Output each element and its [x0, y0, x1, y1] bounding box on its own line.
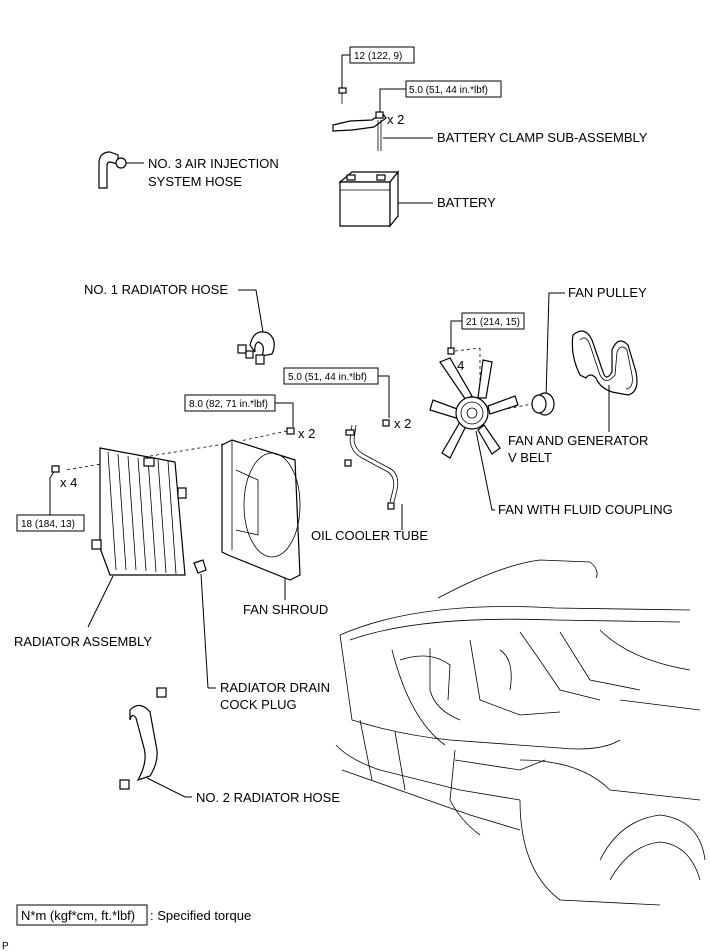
fan-pulley-label: FAN PULLEY [568, 285, 647, 300]
radiator-hose-2-icon [119, 687, 167, 790]
legend-box-text: N*m (kgf*cm, ft.*lbf) [21, 908, 135, 923]
battery-top-torque: 12 (122, 9) [349, 46, 415, 64]
battery-label: BATTERY [437, 195, 496, 210]
torque-legend: N*m (kgf*cm, ft.*lbf) : Specified torque [16, 904, 251, 926]
svg-text:x 2: x 2 [394, 416, 411, 431]
air-injection-hose-icon [98, 151, 127, 189]
drain-cock-label-2: COCK PLUG [220, 697, 297, 712]
oil-cooler-torque: 5.0 (51, 44 in.*lbf) [283, 367, 379, 385]
shroud-torque: 8.0 (82, 71 in.*lbf) [184, 394, 276, 412]
svg-text:5.0 (51, 44 in.*lbf): 5.0 (51, 44 in.*lbf) [409, 85, 488, 96]
svg-text:18 (184, 13): 18 (184, 13) [21, 519, 75, 530]
fan-shroud-icon [221, 439, 301, 581]
radiator-bolt-icon [51, 465, 60, 473]
fan-torque: 21 (214, 15) [461, 312, 525, 330]
battery-icon [338, 170, 400, 228]
fan-shroud-label: FAN SHROUD [243, 602, 328, 617]
radiator-icon [91, 447, 187, 576]
svg-text:x 2: x 2 [298, 426, 315, 441]
battery-clamp-torque: 5.0 (51, 44 in.*lbf) [405, 80, 502, 98]
v-belt-label-2: V BELT [508, 450, 552, 465]
svg-text:x 2: x 2 [387, 112, 404, 127]
svg-text:5.0 (51, 44 in.*lbf): 5.0 (51, 44 in.*lbf) [288, 372, 367, 383]
air-injection-hose-label-1: NO. 3 AIR INJECTION [148, 156, 279, 171]
oil-cooler-bolt-icon [382, 419, 390, 427]
svg-text:21 (214, 15): 21 (214, 15) [466, 317, 520, 328]
radiator-hose-2-label: NO. 2 RADIATOR HOSE [196, 790, 340, 805]
v-belt-icon [571, 330, 638, 396]
svg-text:8.0 (82, 71 in.*lbf): 8.0 (82, 71 in.*lbf) [189, 399, 268, 410]
oil-cooler-tube-label: OIL COOLER TUBE [311, 528, 428, 543]
vehicle-front-illustration [335, 559, 706, 906]
battery-clamp-icon [332, 111, 387, 151]
radiator-torque: 18 (184, 13) [16, 514, 85, 532]
air-injection-hose-label-2: SYSTEM HOSE [148, 174, 242, 189]
shroud-bolt-icon [286, 427, 295, 435]
radiator-assembly-label: RADIATOR ASSEMBLY [14, 634, 152, 649]
oil-cooler-tube-icon [344, 424, 399, 510]
fan-coupling-label: FAN WITH FLUID COUPLING [498, 502, 673, 517]
svg-text:12 (122, 9): 12 (122, 9) [354, 51, 402, 62]
battery-bolt-icon [338, 87, 347, 104]
v-belt-label-1: FAN AND GENERATOR [508, 433, 648, 448]
fan-nut-icon [447, 347, 455, 355]
svg-text:x 4: x 4 [60, 475, 77, 490]
battery-clamp-label: BATTERY CLAMP SUB-ASSEMBLY [437, 130, 648, 145]
drain-cock-icon [193, 559, 207, 574]
fan-icon [429, 357, 519, 459]
radiator-hose-1-label: NO. 1 RADIATOR HOSE [84, 282, 228, 297]
fan-pulley-icon [531, 392, 555, 416]
legend-description: : Specified torque [150, 908, 251, 923]
radiator-hose-1-icon [237, 331, 275, 365]
drain-cock-label-1: RADIATOR DRAIN [220, 680, 330, 695]
footer-code: P [2, 941, 9, 951]
